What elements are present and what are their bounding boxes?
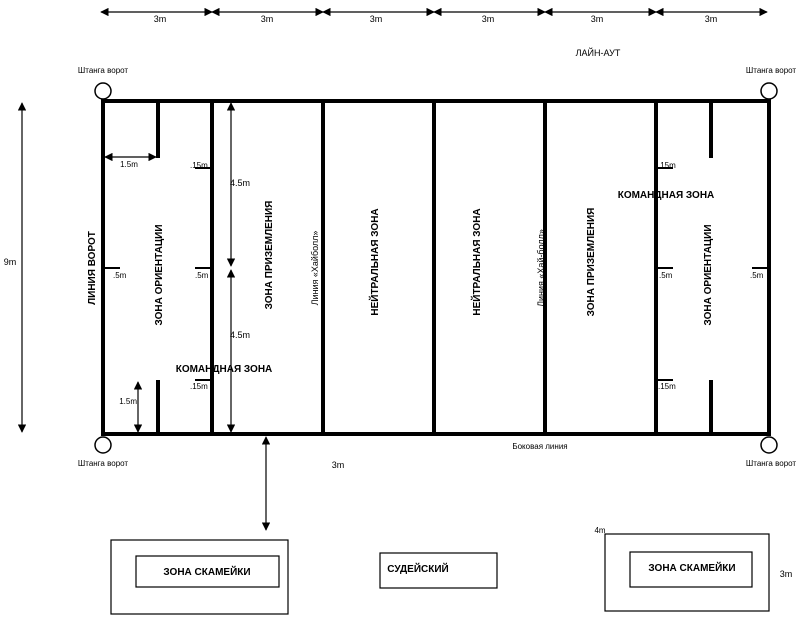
bench-area-right [604, 533, 770, 612]
tiny-dim-goal-right: .5m [750, 271, 764, 280]
judge-zone: СУДЕЙСКИЙ [379, 552, 498, 589]
one-half-label-v: 1.5m [119, 397, 137, 406]
team-zone-right: КОМАНДНАЯ ЗОНА [618, 190, 715, 201]
landing-zone-left: ЗОНА ПРИЗЕМЛЕНИЯ [264, 201, 275, 310]
half-label-top: 4.5m [230, 178, 250, 188]
small-dim-left-upper: .15m [190, 161, 208, 170]
tiny-dim-right: .5m [659, 271, 673, 280]
small-dim-right-lower: .15m [658, 382, 676, 391]
bench-width-label: 4m [594, 526, 605, 535]
goal-post-label-bl: Штанга ворот [78, 459, 129, 468]
dim-label-6: 3m [705, 14, 718, 24]
small-dim-left-lower: .15m [190, 382, 208, 391]
goal-post-tl [94, 82, 112, 100]
top-dimensions: 3m 3m 3m 3m 3m 3m [100, 7, 768, 24]
orientation-zone-left: ЗОНА ОРИЕНТАЦИИ [154, 224, 165, 325]
orientation-zone-right: ЗОНА ОРИЕНТАЦИИ [703, 224, 714, 325]
bench-label-left: ЗОНА СКАМЕЙКИ [163, 565, 250, 578]
goal-line-label: ЛИНИЯ ВОРОТ [87, 231, 98, 305]
dim-label-2: 3m [261, 14, 274, 24]
goal-posts: Штанга ворот Штанга ворот Штанга ворот Ш… [78, 66, 797, 468]
landing-zone-right: ЗОНА ПРИЗЕМЛЕНИЯ [586, 208, 597, 317]
highball-line-left: Линия «Хайболл» [310, 231, 320, 306]
goal-post-tr [760, 82, 778, 100]
bench-box-right [629, 551, 753, 588]
side-line-label: Боковая линия [512, 442, 567, 451]
neutral-zone-right: НЕЙТРАЛЬНАЯ ЗОНА [470, 208, 483, 315]
half-label-bottom: 4.5m [230, 330, 250, 340]
highball-line-right: Линия «Хай-болл» [536, 229, 546, 307]
dim-label-1: 3m [154, 14, 167, 24]
tiny-dim-goal-left: .5m [113, 271, 127, 280]
bench-area-left [110, 539, 289, 615]
width-label: 9m [4, 257, 17, 267]
goal-post-label-tr: Штанга ворот [746, 66, 797, 75]
dim-label-5: 3m [591, 14, 604, 24]
line-out-label: ЛАЙН-АУТ [576, 47, 621, 58]
goal-post-br [760, 436, 778, 454]
field [101, 99, 771, 436]
dim-label-3: 3m [370, 14, 383, 24]
goal-post-bl [94, 436, 112, 454]
side-gap-label: 3m [332, 460, 345, 470]
tiny-dim-left: .5m [195, 271, 209, 280]
judge-box [379, 552, 498, 589]
goal-post-label-br: Штанга ворот [746, 459, 797, 468]
team-zone-left: КОМАНДНАЯ ЗОНА [176, 364, 273, 375]
bench-height-label: 3m [780, 569, 793, 579]
bench-zone-right: 4m ЗОНА СКАМЕЙКИ 3m [594, 526, 793, 612]
goal-post-label-tl: Штанга ворот [78, 66, 129, 75]
dim-label-4: 3m [482, 14, 495, 24]
judge-label: СУДЕЙСКИЙ [387, 562, 448, 575]
bench-box-left [135, 555, 280, 588]
small-dim-right-upper: .15m [658, 161, 676, 170]
neutral-zone-left: НЕЙТРАЛЬНАЯ ЗОНА [368, 208, 381, 315]
one-half-label-h: 1.5m [120, 160, 138, 169]
bench-label-right: ЗОНА СКАМЕЙКИ [648, 561, 735, 574]
bench-zone-left: ЗОНА СКАМЕЙКИ [110, 539, 289, 615]
